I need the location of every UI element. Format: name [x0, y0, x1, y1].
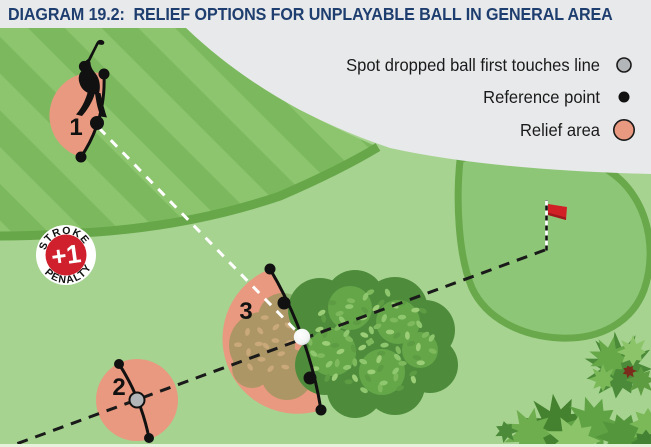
option-1-label: 1: [69, 114, 82, 141]
drop-spot-dot: [128, 391, 146, 409]
tree-icon: [616, 334, 646, 366]
option-3-label: 3: [239, 298, 252, 325]
title-bar: DIAGRAM 19.2: RELIEF OPTIONS FOR UNPLAYA…: [0, 0, 651, 28]
tree-icon: [495, 421, 519, 443]
legend-label-drop-spot: Spot dropped ball first touches line: [346, 54, 600, 75]
back-on-line-dashed-line: [7, 248, 546, 447]
fairway-edge: [0, 143, 381, 241]
bush-icon: [288, 270, 458, 418]
bottom-edge: [0, 444, 651, 447]
legend-relief-area-icon: [612, 119, 635, 142]
legend: Spot dropped ball first touches line Ref…: [346, 54, 635, 142]
relief-1-markers: [75, 68, 110, 163]
legend-label-relief-area: Relief area: [520, 119, 600, 140]
stroke-and-distance-dashed-line: [97, 126, 303, 338]
tree-icon: [588, 364, 614, 392]
legend-label-reference-point: Reference point: [483, 86, 600, 107]
reference-point-1: [90, 116, 104, 130]
tree-icon: [589, 336, 629, 377]
flag-icon: [545, 200, 567, 251]
tree-icon: [630, 429, 651, 447]
trees: [495, 331, 651, 447]
tree-icon: [625, 366, 651, 397]
tree-icon: [547, 416, 601, 447]
tree-icon: [622, 365, 637, 379]
relief-2-markers: [114, 359, 154, 443]
badge-penalty-value: +1: [49, 238, 83, 272]
golf-ball: [293, 328, 311, 346]
tree-icon: [504, 407, 553, 447]
legend-background: [186, 28, 651, 174]
legend-gray-dot-icon: [616, 57, 632, 73]
putting-green: [454, 147, 651, 342]
golfer-icon: [76, 39, 107, 118]
option-2-label: 2: [112, 374, 125, 401]
legend-black-dot-icon: [618, 91, 630, 103]
tree-icon: [595, 414, 651, 447]
diagram-title: DIAGRAM 19.2: RELIEF OPTIONS FOR UNPLAYA…: [8, 4, 613, 24]
